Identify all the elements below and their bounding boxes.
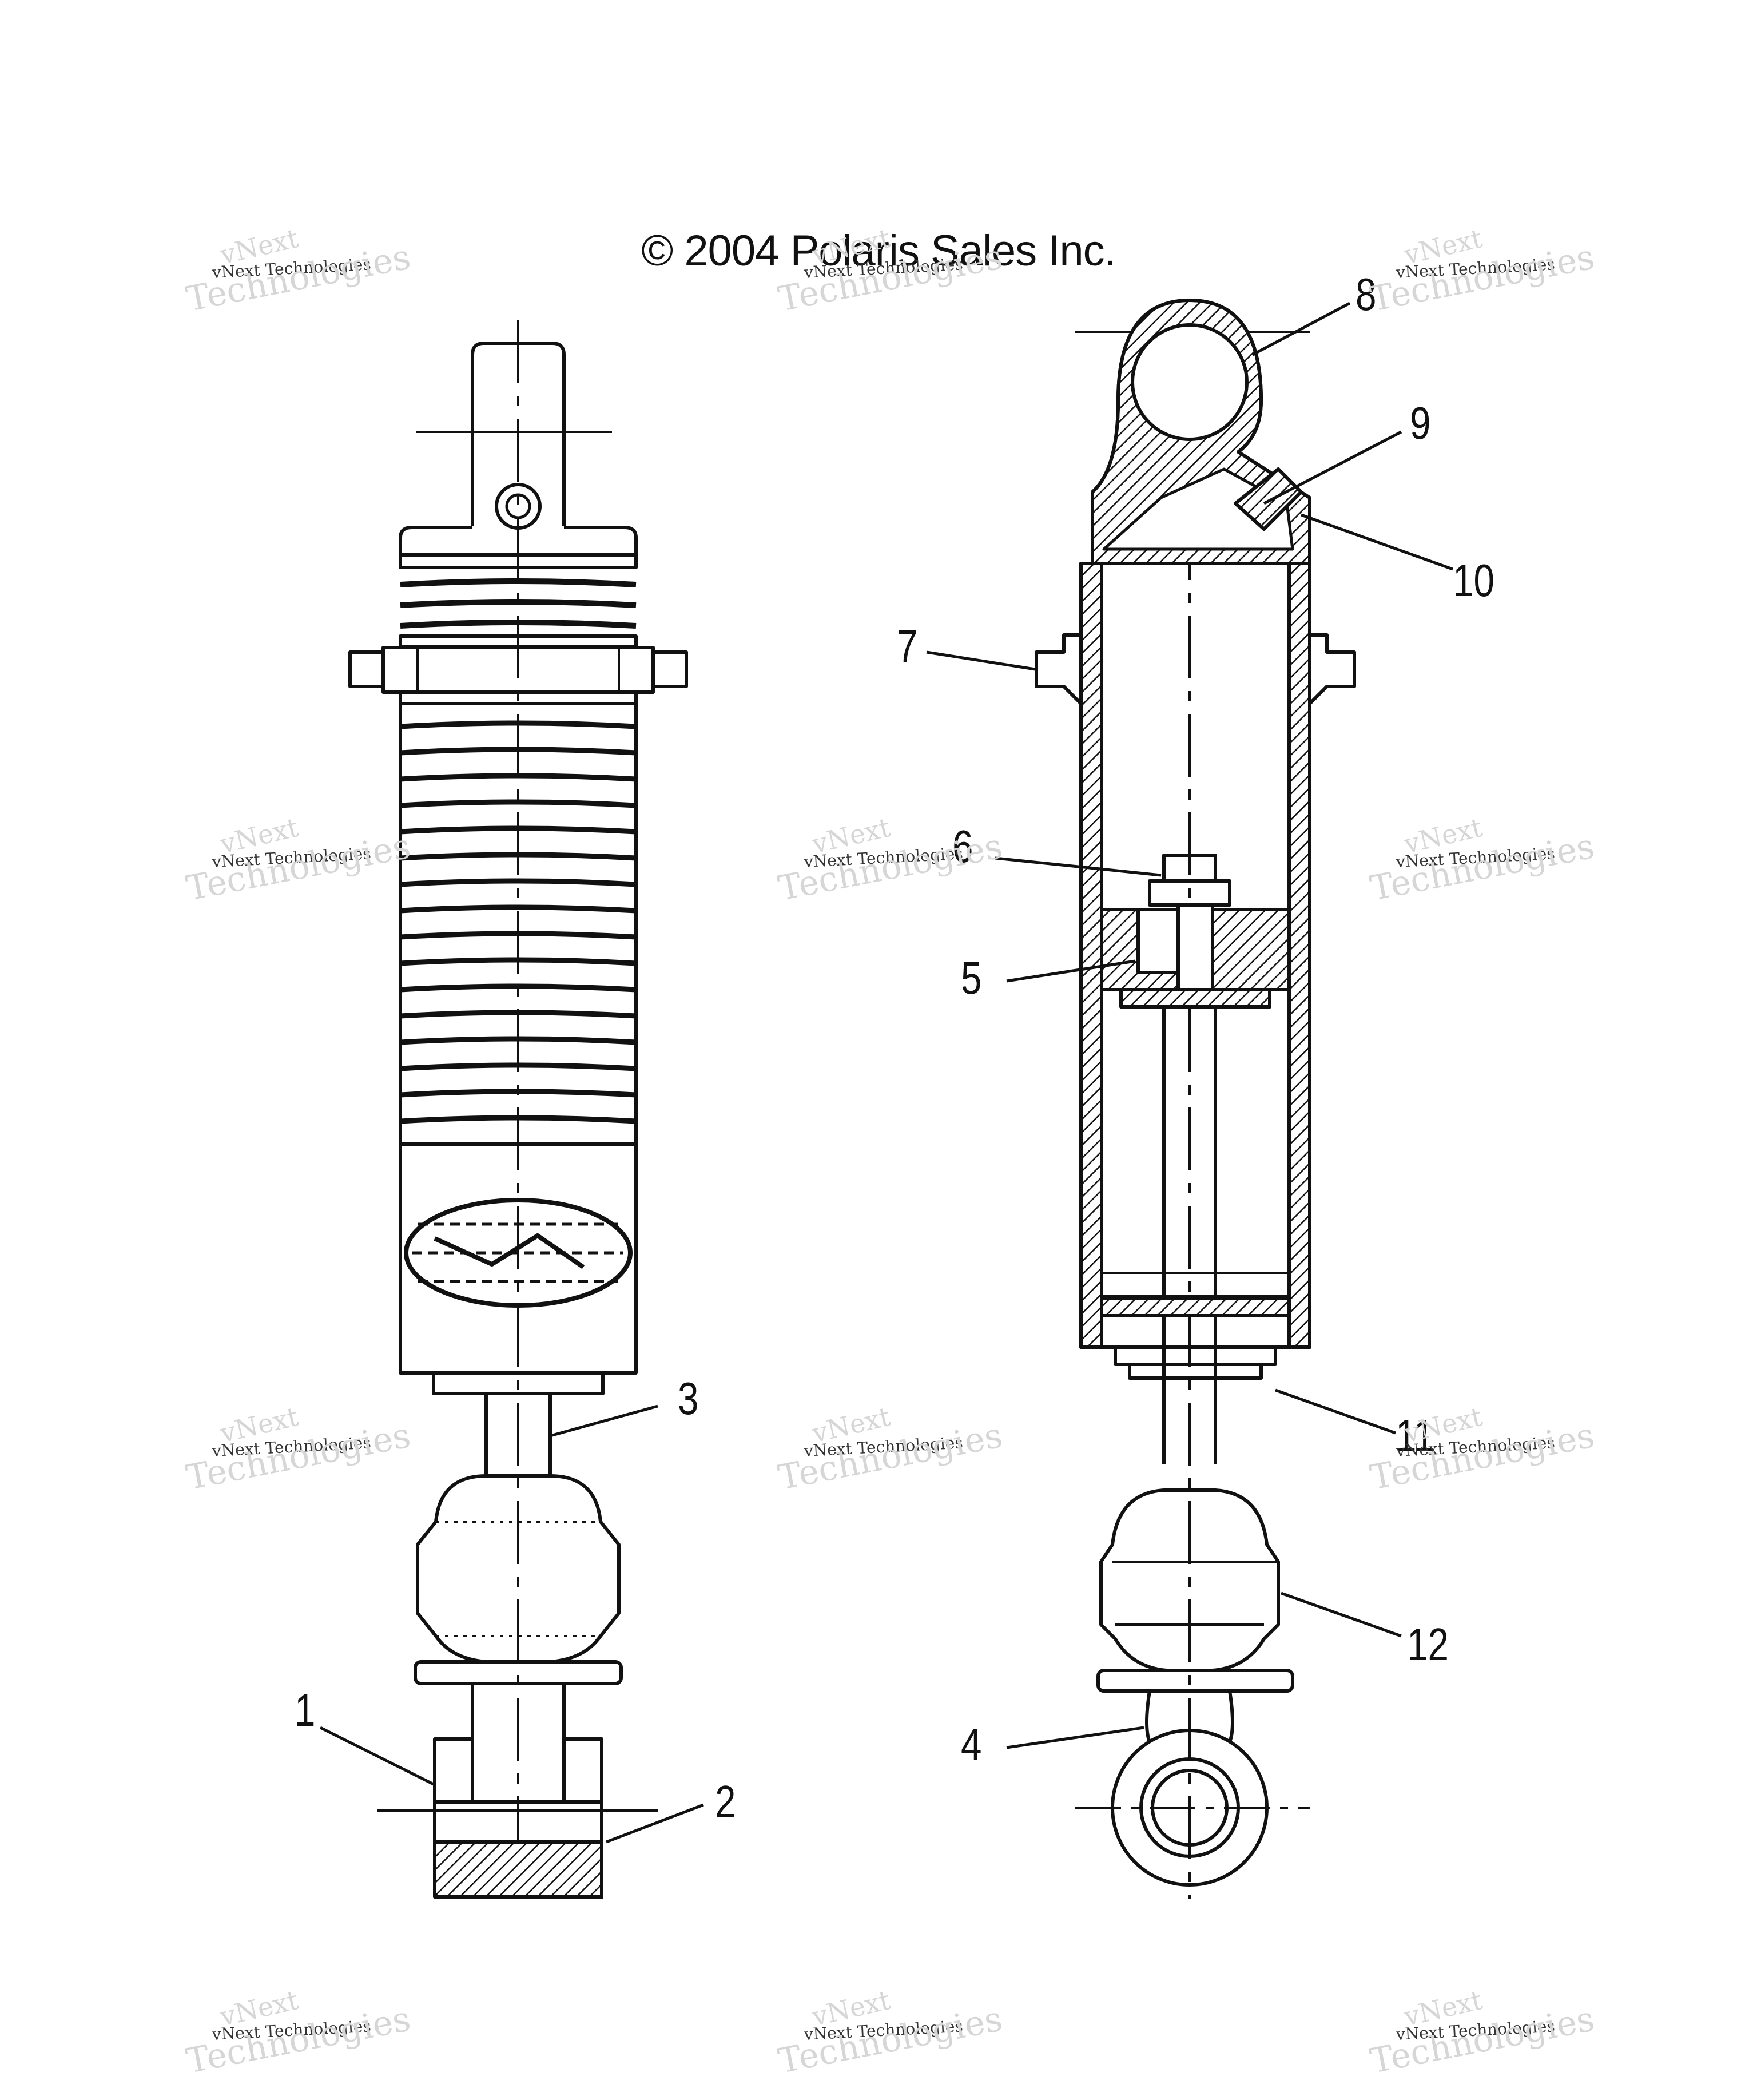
- callout-6: 6: [952, 821, 973, 872]
- cylinder-wall-left: [1079, 562, 1103, 1349]
- watermark: vNext vNext Technologies Technologies: [183, 1984, 414, 2082]
- seal-head: [1100, 1297, 1291, 1317]
- leader-lines: [319, 301, 1453, 1844]
- leader-3: [550, 1404, 658, 1438]
- bumper-cup: [414, 1660, 623, 1685]
- callout-8: 8: [1355, 269, 1377, 320]
- lower-bushing-hatched: [433, 1840, 603, 1899]
- logo-emblem: [404, 1198, 633, 1308]
- callout-4: 4: [961, 1719, 982, 1770]
- watermark: vNext vNext Technologies Technologies: [183, 811, 414, 909]
- callout-7: 7: [897, 621, 918, 672]
- leader-12: [1281, 1591, 1402, 1638]
- leader-8: [1251, 301, 1351, 356]
- watermark: vNext vNext Technologies Technologies: [775, 1984, 1006, 2082]
- top-eye-bore: [1131, 323, 1249, 441]
- callout-5: 5: [961, 952, 982, 1003]
- watermark: vNext vNext Technologies Technologies: [183, 1400, 414, 1498]
- callout-10: 10: [1453, 555, 1494, 606]
- clevis-bolt: [495, 483, 542, 530]
- leader-6: [995, 856, 1162, 877]
- top-cap: [399, 553, 638, 569]
- cylinder-wall-right: [1287, 562, 1311, 1349]
- callout-12: 12: [1407, 1619, 1449, 1670]
- bumper-cup-right: [1096, 1669, 1294, 1693]
- callout-11: 11: [1396, 1410, 1435, 1461]
- collar-tab-right: [1308, 633, 1356, 705]
- callout-3: 3: [678, 1373, 699, 1424]
- lower-eye-stem: [471, 1684, 566, 1739]
- watermark: vNext vNext Technologies Technologies: [775, 1400, 1006, 1498]
- leader-10: [1301, 513, 1453, 571]
- watermark: vNext vNext Technologies Technologies: [183, 222, 414, 320]
- leader-5: [1006, 959, 1136, 983]
- leader-11: [1275, 1388, 1396, 1435]
- clevis-bolt-hex: [505, 493, 531, 519]
- watermark: vNext vNext Technologies Technologies: [1367, 1400, 1598, 1498]
- leader-4: [1006, 1726, 1144, 1749]
- spacer-right: [562, 1737, 603, 1804]
- copyright-notice: © 2004 Polaris Sales Inc.: [641, 227, 1116, 275]
- adjuster-lug-left: [348, 650, 385, 688]
- callout-9: 9: [1410, 398, 1431, 448]
- leader-2: [606, 1803, 704, 1844]
- watermark: vNext vNext Technologies Technologies: [1367, 1984, 1598, 2082]
- clevis-shoulder: [399, 526, 638, 555]
- lower-eye-neck: [1145, 1690, 1234, 1743]
- adjuster-lug-right: [651, 650, 688, 688]
- piston-rod: [1162, 1007, 1217, 1464]
- spacer-left: [433, 1737, 474, 1804]
- top-eye-stem: [471, 342, 566, 412]
- left-shock-assembly: [348, 320, 688, 1899]
- upper-threads: [400, 578, 637, 629]
- watermark: vNext vNext Technologies Technologies: [775, 811, 1006, 909]
- watermark: vNext vNext Technologies Technologies: [1367, 811, 1598, 909]
- lower-seat-ring: [399, 690, 638, 705]
- collar-tab-left: [1035, 633, 1083, 705]
- callout-1: 1: [295, 1685, 316, 1736]
- clevis-sides: [471, 412, 566, 526]
- piston-nut-top: [1162, 854, 1217, 881]
- callout-2: 2: [715, 1776, 736, 1827]
- piston-rod-end: [1176, 903, 1214, 997]
- bottom-collar: [1114, 1345, 1277, 1366]
- right-shock-assembly: [1035, 299, 1356, 1899]
- top-eye-outline: [1091, 299, 1311, 565]
- leader-7: [926, 650, 1036, 671]
- watermark: vNext vNext Technologies Technologies: [1367, 222, 1598, 320]
- body-threads: [400, 720, 637, 1124]
- body-collar: [432, 1371, 605, 1395]
- leader-1: [319, 1726, 436, 1787]
- leader-9: [1263, 430, 1402, 505]
- watermark: vNext vNext Technologies Technologies: [775, 222, 1006, 320]
- lower-bushing: [433, 1840, 603, 1899]
